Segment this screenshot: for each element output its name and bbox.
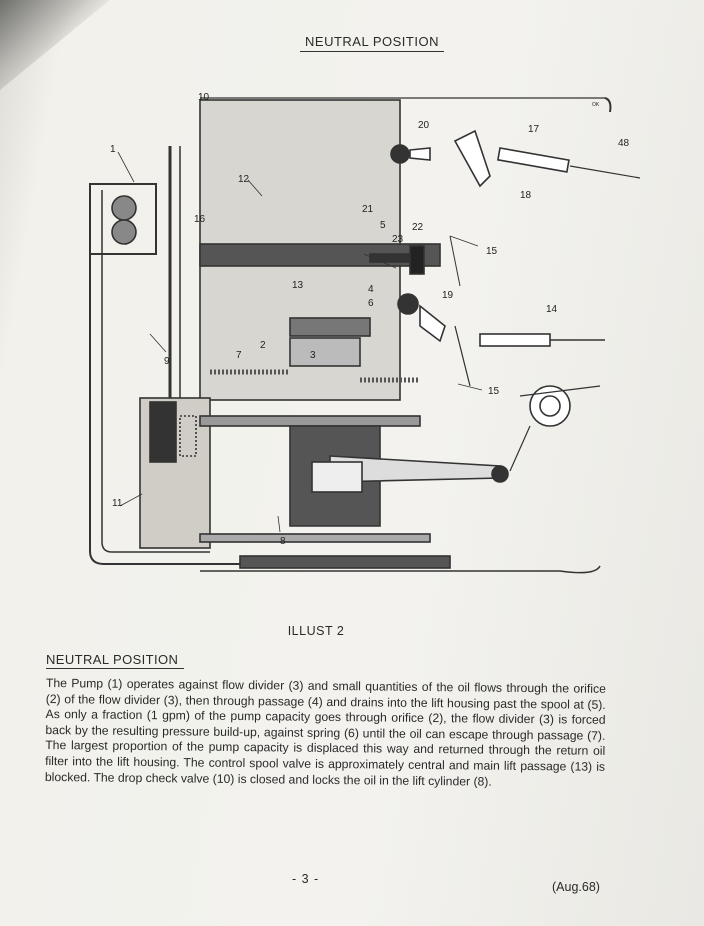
callout-15-upper: 15 <box>486 246 498 257</box>
callout-5: 5 <box>380 220 386 231</box>
callout-10: 10 <box>198 92 210 103</box>
section-heading: NEUTRAL POSITION <box>46 652 185 669</box>
callout-7: 7 <box>236 350 242 361</box>
callout-23: 23 <box>392 234 404 245</box>
callout-1: 1 <box>110 144 116 155</box>
callout-18: 18 <box>520 190 532 201</box>
body-paragraph: The Pump (1) operates against flow divid… <box>44 676 606 789</box>
callout-48: 48 <box>618 138 630 149</box>
page-title: NEUTRAL POSITION <box>300 34 444 52</box>
pump-box <box>89 183 157 255</box>
callout-9: 9 <box>164 356 170 367</box>
hydraulic-diagram: 10 1 12 16 20 17 48 18 21 5 22 23 15 13 … <box>89 92 640 574</box>
callout-8: 8 <box>280 536 286 547</box>
callout-17: 17 <box>528 124 540 135</box>
callout-2: 2 <box>260 340 266 351</box>
page-corner-shadow <box>0 0 110 90</box>
callout-16: 16 <box>194 214 206 225</box>
flow-divider <box>289 317 371 337</box>
callout-4: 4 <box>368 284 374 295</box>
date-stamp: (Aug.68) <box>552 880 600 894</box>
callout-11: 11 <box>112 498 123 509</box>
callout-15-lower: 15 <box>488 386 500 397</box>
callout-6: 6 <box>368 298 374 309</box>
callout-13: 13 <box>292 280 304 291</box>
callout-19: 19 <box>442 290 454 301</box>
callout-12: 12 <box>238 174 250 185</box>
callout-20: 20 <box>418 120 430 131</box>
callout-3: 3 <box>310 350 316 361</box>
base-rail <box>239 555 451 569</box>
callout-14: 14 <box>546 304 558 315</box>
corner-mark: OK <box>592 102 600 108</box>
page-number: - 3 - <box>292 872 320 886</box>
callout-22: 22 <box>412 222 424 233</box>
callout-21: 21 <box>362 204 374 215</box>
illustration-label: ILLUST 2 <box>287 624 345 638</box>
